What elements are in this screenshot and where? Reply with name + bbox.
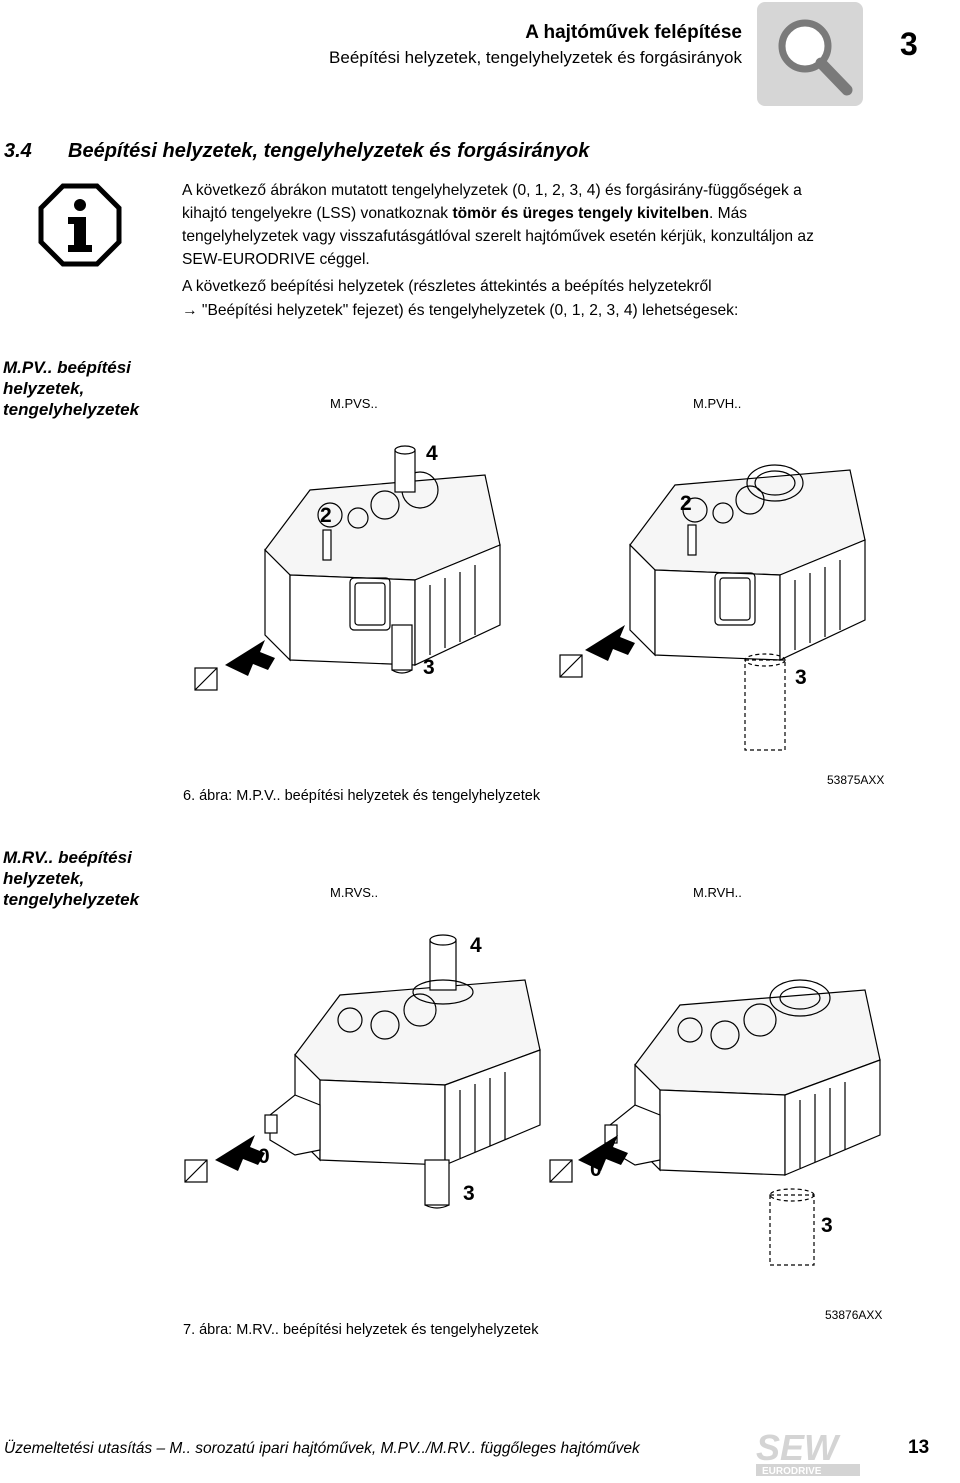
fig6-shaft-label-2b: 2	[680, 492, 692, 515]
fig6-shaft-label-3a: 3	[423, 656, 435, 679]
fig7-right-gearbox	[604, 979, 881, 1176]
fig6-right-gearbox	[629, 464, 866, 661]
fig6-left-gearbox	[264, 445, 501, 674]
fig7-shaft-label-3a: 3	[463, 1182, 475, 1205]
fig6-hollow-shaft	[744, 653, 786, 751]
info-text-1: A következő ábrákon mutatott tengelyhely…	[182, 182, 802, 222]
fig6-shaft-label-4a: 4	[426, 442, 438, 465]
arrow-icon: →	[182, 302, 198, 319]
chapter-number: 3	[900, 26, 918, 62]
fig7-shaft-label-4: 4	[470, 934, 482, 957]
info-text-bold: tömör és üreges tengely kivitelben	[452, 205, 709, 222]
info-text-2: . Más tengelyhelyzetek vagy visszafutásg…	[182, 205, 814, 268]
fig7-shaft-label-0a: 0	[258, 1145, 270, 1168]
fig6-caption: 6. ábra: M.P.V.. beépítési helyzetek és …	[183, 788, 541, 804]
fig7-shaft-label-3b: 3	[821, 1214, 833, 1237]
page-number: 13	[908, 1437, 930, 1458]
fig6-shaft-label-2a: 2	[320, 504, 332, 527]
fig6-ref: 53875AXX	[827, 773, 885, 787]
fig7-right-view-label: M.RVH..	[693, 885, 742, 900]
sew-eurodrive-logo: SEW EURODRIVE	[752, 1426, 864, 1478]
info-paragraph: A következő ábrákon mutatott tengelyhely…	[182, 179, 838, 271]
fig7-caption: 7. ábra: M.RV.. beépítési helyzetek és t…	[183, 1322, 539, 1338]
fig6-view-icon-right	[559, 654, 583, 678]
fig6-shaft-label-3b: 3	[795, 666, 807, 689]
fig6-arrow-right	[585, 625, 635, 661]
svg-text:EURODRIVE: EURODRIVE	[762, 1466, 822, 1477]
positions-paragraph-line2: → "Beépítési helyzetek" fejezet) és teng…	[182, 299, 838, 322]
fig6-arrow-left	[225, 640, 275, 676]
fig7-left-gearbox	[264, 934, 541, 1209]
svg-text:SEW: SEW	[756, 1427, 841, 1468]
fig7-drawing: 4 0 3 0 3	[184, 934, 881, 1266]
fig6-drawing: 4 2 2 3 3	[194, 442, 866, 751]
positions-text: "Beépítési helyzetek" fejezet) és tengel…	[197, 302, 739, 319]
info-icon	[38, 183, 122, 267]
running-header-title: A hajtóművek felépítése	[525, 22, 742, 43]
running-header-subtitle: Beépítési helyzetek, tengelyhelyzetek és…	[329, 48, 742, 67]
fig6-right-view-label: M.PVH..	[693, 396, 742, 411]
footer-text: Üzemeltetési utasítás – M.. sorozatú ipa…	[4, 1440, 640, 1457]
fig7-shaft-label-0b: 0	[590, 1158, 602, 1181]
section-number: 3.4	[4, 140, 32, 162]
fig6-left-view-label: M.PVS..	[330, 396, 378, 411]
fig6-view-icon-left	[194, 667, 218, 691]
fig7-hollow-shaft	[769, 1188, 815, 1266]
positions-paragraph-line1: A következő beépítési helyzetek (részlet…	[182, 278, 712, 295]
magnifier-icon	[757, 2, 863, 106]
fig7-arrow-right	[578, 1135, 628, 1171]
fig7-left-view-label: M.RVS..	[330, 885, 379, 900]
fig7-side-label: M.RV.. beépítési helyzetek, tengelyhelyz…	[3, 848, 140, 909]
fig6-side-label: M.PV.. beépítési helyzetek, tengelyhelyz…	[3, 358, 140, 419]
fig7-arrow-left	[215, 1135, 265, 1171]
fig7-ref: 53876AXX	[825, 1308, 883, 1322]
section-title: Beépítési helyzetek, tengelyhelyzetek és…	[68, 140, 590, 162]
fig7-view-icon-left	[184, 1159, 208, 1183]
fig7-view-icon-right	[549, 1159, 573, 1183]
